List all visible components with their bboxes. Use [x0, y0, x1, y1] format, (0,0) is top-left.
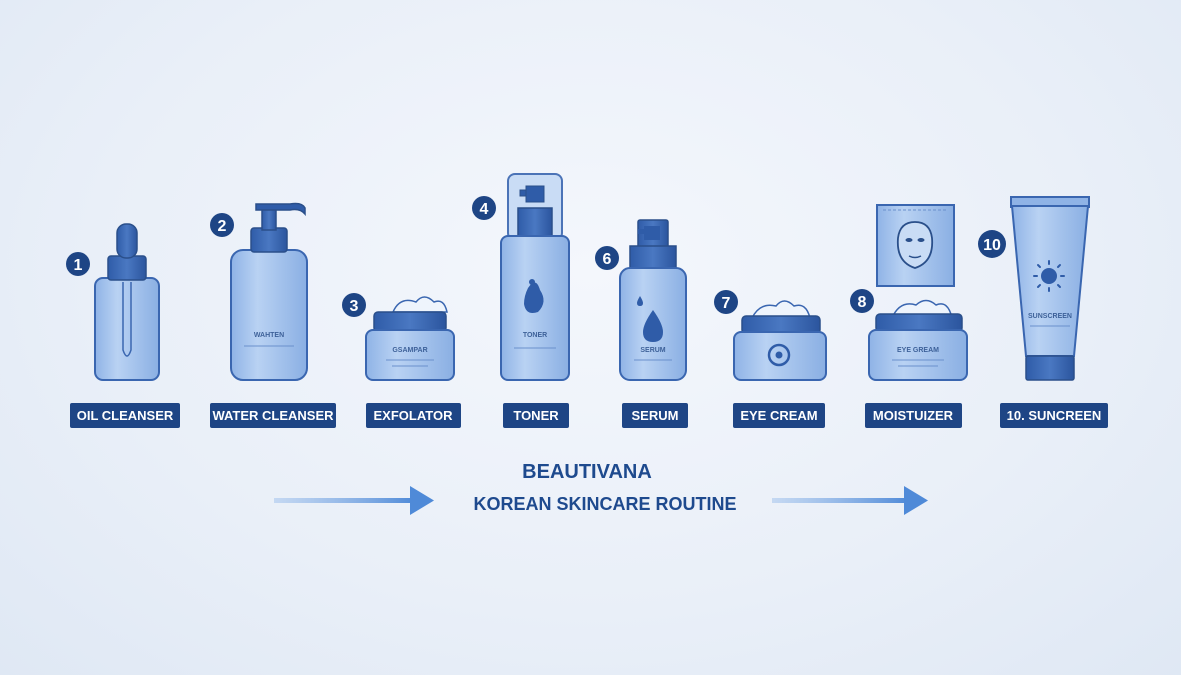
step-2: WAHTEN 2 WATER CLEANSER	[210, 202, 336, 428]
step-6: 7 EYE CREAM	[714, 290, 827, 428]
step-8: SUNSCREEN 10 10. SUNCREEN	[978, 196, 1108, 428]
step-7-label-box	[865, 403, 962, 428]
step-1-number-badge	[66, 252, 90, 276]
step-5-number: 6	[603, 251, 612, 268]
step-4-label-box	[503, 403, 569, 428]
step-3-product-text: GSAMPAR	[392, 347, 427, 354]
step-7-number: 8	[858, 294, 867, 311]
step-4-number-badge	[472, 196, 496, 220]
step-6-label: EYE CREAM	[740, 408, 817, 423]
pump-bottle-icon: WAHTEN	[230, 202, 308, 381]
step-3: GSAMPAR 3 EXFOLATOR	[342, 293, 461, 428]
brand-title: BEAUTIVANA	[522, 461, 652, 483]
step-7-product-text: EYE GREAM	[897, 347, 939, 354]
jar-icon: GSAMPAR	[365, 296, 455, 381]
step-3-label: EXFOLATOR	[374, 408, 454, 423]
step-7-label: MOISTUIZER	[873, 408, 954, 423]
step-1-label-box	[70, 403, 180, 428]
spray-bottle-icon: TONER	[500, 173, 570, 381]
arrow-right-icon	[274, 486, 434, 515]
routine-subtitle: KOREAN SKINCARE ROUTINE	[473, 494, 736, 514]
step-8-number-badge	[978, 230, 1006, 258]
step-6-label-box	[733, 403, 825, 428]
step-2-number-badge	[210, 213, 234, 237]
step-2-label-box	[210, 403, 336, 428]
step-8-label-box	[1000, 403, 1108, 428]
step-8-number: 10	[983, 237, 1001, 254]
sunscreen-tube-icon: SUNSCREEN	[1010, 196, 1090, 381]
eye-cream-jar-icon	[733, 300, 827, 381]
step-3-number-badge	[342, 293, 366, 317]
step-6-number: 7	[722, 295, 731, 312]
step-3-number: 3	[350, 298, 359, 315]
step-5-product-text: SERUM	[640, 347, 665, 354]
step-5-label-box	[622, 403, 688, 428]
step-5-number-badge	[595, 246, 619, 270]
step-4-product-text: TONER	[523, 332, 547, 339]
step-1: 1 OIL CLEANSER	[66, 223, 180, 428]
step-2-product-text: WAHTEN	[254, 332, 284, 339]
step-7-number-badge	[850, 289, 874, 313]
arrow-right-icon	[772, 486, 928, 515]
step-4: TONER 4 TONER	[472, 173, 570, 428]
dropper-bottle-icon	[94, 223, 160, 381]
step-3-label-box	[366, 403, 461, 428]
sun-icon	[1033, 260, 1065, 292]
step-4-number: 4	[480, 201, 489, 218]
step-1-label: OIL CLEANSER	[77, 408, 174, 423]
step-7: EYE GREAM 8 MOISTUIZER	[850, 204, 968, 428]
step-8-label: 10. SUNCREEN	[1007, 408, 1102, 423]
step-4-label: TONER	[513, 408, 559, 423]
moisturizer-jar-icon: EYE GREAM	[868, 299, 968, 381]
sheet-mask-icon	[876, 204, 955, 287]
step-5: SERUM 6 SERUM	[595, 219, 688, 428]
step-6-number-badge	[714, 290, 738, 314]
serum-bottle-icon: SERUM	[619, 219, 687, 381]
step-2-label: WATER CLEANSER	[212, 408, 334, 423]
step-5-label: SERUM	[632, 408, 679, 423]
step-2-number: 2	[218, 218, 227, 235]
step-8-product-text: SUNSCREEN	[1028, 313, 1072, 320]
step-1-number: 1	[74, 257, 83, 274]
